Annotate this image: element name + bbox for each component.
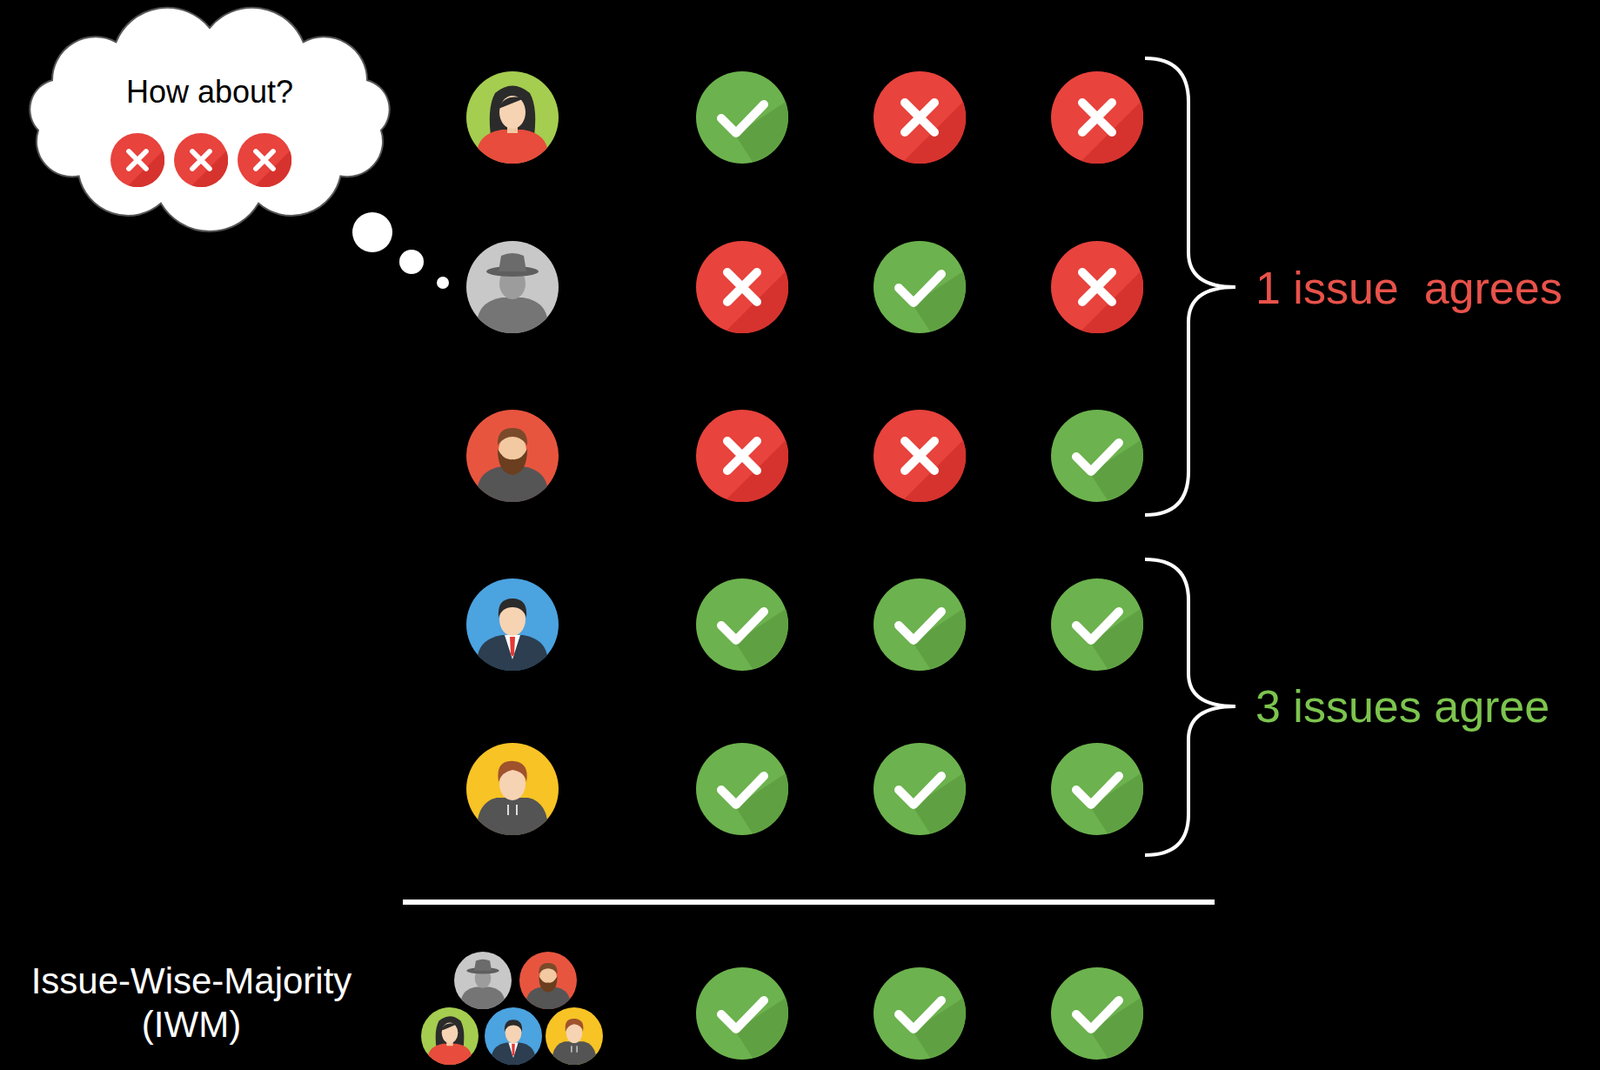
voter-avatar (484, 1007, 543, 1065)
no-mark (1051, 241, 1144, 334)
voter-avatar (466, 743, 559, 836)
yes-mark (696, 578, 789, 671)
yes-mark (873, 578, 966, 671)
cloud-text: How about? (10, 73, 409, 111)
separator-line (402, 899, 1215, 905)
voter-avatar (454, 951, 512, 1010)
thought-dot (352, 212, 393, 253)
no-mark (237, 133, 292, 188)
yes-mark (696, 743, 789, 836)
yes-mark (696, 71, 789, 164)
no-mark (873, 71, 966, 164)
yes-mark (873, 241, 966, 334)
yes-mark (873, 743, 966, 836)
voter-avatar (466, 241, 559, 334)
yes-mark (1051, 743, 1144, 836)
voter-avatar (466, 71, 559, 164)
voter-avatar (545, 1007, 603, 1065)
voter-avatar (519, 951, 577, 1010)
yes-mark (1051, 409, 1144, 503)
group-note: 3 issues agree (1255, 679, 1550, 734)
rule-name: Issue-Wise-Majority (IWM) (8, 959, 375, 1048)
no-mark (174, 133, 228, 188)
thought-dot (436, 276, 449, 289)
no-mark (873, 409, 966, 503)
thought-cloud: How about? (10, 1, 409, 234)
yes-mark (1051, 578, 1144, 671)
yes-mark (696, 967, 789, 1060)
no-mark (110, 133, 165, 188)
yes-mark (873, 967, 966, 1060)
cloud-outline (10, 1, 409, 234)
voter-avatar (466, 578, 559, 671)
group-note: 1 issue agrees (1255, 261, 1563, 315)
voter-avatar (466, 409, 559, 503)
no-mark (1051, 71, 1144, 164)
cloud-shape (29, 7, 389, 232)
brace (1144, 58, 1236, 516)
thought-dot (399, 249, 424, 275)
no-mark (696, 241, 789, 334)
brace (1144, 559, 1236, 856)
no-mark (696, 409, 789, 503)
voter-avatar (421, 1007, 479, 1065)
yes-mark (1051, 967, 1144, 1060)
